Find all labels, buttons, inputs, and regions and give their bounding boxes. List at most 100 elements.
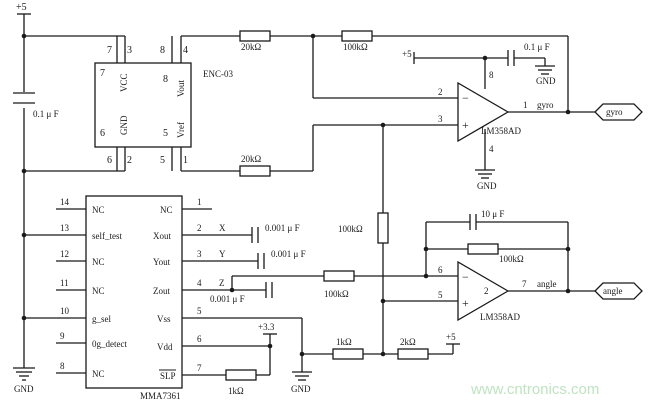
accel-right-pin-label: Vdd xyxy=(157,342,173,352)
accel-right-pin-num: 2 xyxy=(197,223,202,233)
angle-signal-label: angle xyxy=(537,279,557,289)
accel-left-pin-label: NC xyxy=(92,369,105,379)
accel-right-pin-num: 6 xyxy=(197,334,202,344)
gnd-left-label: GND xyxy=(14,384,34,394)
angle-opamp xyxy=(457,260,595,322)
plus5-top-label: +5 xyxy=(16,2,27,13)
gyro-chip xyxy=(94,36,192,171)
angle-port-label: angle xyxy=(603,286,623,296)
r-feedback-label: 100kΩ xyxy=(499,254,524,264)
axis-y-label: Y xyxy=(219,249,226,259)
left-power-rail xyxy=(13,13,125,381)
opamp1-pin-vcc: 8 xyxy=(489,70,494,80)
accel-left-pin-label: 0g_detect xyxy=(92,339,127,349)
gnd-bottom-label: GND xyxy=(291,384,311,394)
gyro-inner-7: 7 xyxy=(100,68,105,79)
accel-left-pin-label: NC xyxy=(92,257,105,267)
opamp1-pin-gnd: 4 xyxy=(489,144,494,154)
accel-left-pin-label: self_test xyxy=(92,231,122,241)
angle-feedback xyxy=(423,214,571,291)
gyro-signal-label: gyro xyxy=(537,100,554,110)
opamp1-pin-plus: 3 xyxy=(438,114,443,124)
r-vref-label: 20kΩ xyxy=(241,154,262,164)
gyro-pin-2: 2 xyxy=(127,155,132,166)
r-bottom-2-label: 2kΩ xyxy=(400,337,416,347)
gnd-cap-label: GND xyxy=(536,76,556,86)
opamp2-unit: 2 xyxy=(484,286,489,296)
decoupling-top-label: 0.1 μ F xyxy=(524,42,550,52)
accel-left-pin-label: NC xyxy=(92,205,105,215)
cap-xout-label: 0.001 μ F xyxy=(265,223,300,233)
axis-capacitors xyxy=(182,227,458,298)
gyro-vout-label: Vout xyxy=(176,80,186,97)
gyro-opamp xyxy=(457,81,595,143)
accel-right-pin-label: Zout xyxy=(153,286,170,296)
axis-z-label: Z xyxy=(219,278,225,288)
vertical-divider xyxy=(377,125,458,354)
gyro-inner-6: 6 xyxy=(100,128,105,139)
cap-feedback-label: 10 μ F xyxy=(481,209,504,219)
accel-left-pin-num: 13 xyxy=(60,223,70,233)
gyro-pin-3: 3 xyxy=(127,45,132,56)
opamp2-plus-sign: + xyxy=(462,296,469,310)
r-top-1-label: 20kΩ xyxy=(241,42,262,52)
r-bottom-1-label: 1kΩ xyxy=(336,337,352,347)
plus33-label: +3.3 xyxy=(258,322,275,332)
accel-right-pin-label: SLP xyxy=(160,371,176,381)
r-top-2-label: 100kΩ xyxy=(343,42,368,52)
accel-right-pin-num: 3 xyxy=(197,249,202,259)
cap-yout-label: 0.001 μ F xyxy=(271,249,306,259)
accel-left-pin-num: 10 xyxy=(60,306,70,316)
angle-output-port xyxy=(594,282,643,300)
opamp1-pin-out: 1 xyxy=(523,100,528,110)
gyro-inner-5: 5 xyxy=(163,128,168,139)
accel-power-wiring xyxy=(182,317,333,381)
accel-right-pin-num: 5 xyxy=(197,306,202,316)
opamp1-name: LM358AD xyxy=(481,126,521,136)
gyro-pin-1: 1 xyxy=(183,155,188,166)
gyro-chip-name: ENC-03 xyxy=(203,69,233,79)
accel-left-pin-num: 9 xyxy=(60,331,65,341)
gyro-inner-8: 8 xyxy=(163,74,168,85)
opamp2-pin-plus: 5 xyxy=(438,290,443,300)
gyro-pin-8: 8 xyxy=(160,45,165,56)
accel-chip-name: MMA7361 xyxy=(140,391,181,401)
opamp1-pin-minus: 2 xyxy=(438,87,443,97)
opamp2-name: LM358AD xyxy=(480,312,520,322)
accel-left-pin-num: 8 xyxy=(60,361,65,371)
accel-right-pin-label: Xout xyxy=(153,231,171,241)
gyro-port-label: gyro xyxy=(606,107,623,117)
opamp2-minus-sign: − xyxy=(462,270,469,284)
r-slp-label: 1kΩ xyxy=(228,386,244,396)
accel-right-pin-num: 7 xyxy=(197,363,202,373)
opamp1-plus-sign: + xyxy=(462,118,469,132)
accel-left-pin-num: 12 xyxy=(60,249,69,259)
opamp2-pin-minus: 6 xyxy=(438,265,443,275)
gyro-pin-5: 5 xyxy=(160,155,165,166)
decoupling-left-label: 0.1 μ F xyxy=(33,109,59,119)
accel-left-pin-num: 11 xyxy=(60,278,69,288)
gyro-vcc-label: VCC xyxy=(119,73,129,92)
plus5-cap-label: +5 xyxy=(402,49,412,59)
accel-left-pin-num: 14 xyxy=(60,197,70,207)
cap-zout-label: 0.001 μ F xyxy=(210,294,245,304)
accel-left-pin-label: NC xyxy=(92,286,105,296)
gnd-opamp-label: GND xyxy=(477,181,497,191)
accel-right-pin-label: Vss xyxy=(157,314,171,324)
accel-right-pin-label: NC xyxy=(160,205,173,215)
accel-chip xyxy=(56,195,226,389)
accel-left-pin-label: g_sel xyxy=(92,314,111,324)
accel-right-pin-num: 4 xyxy=(197,278,202,288)
accel-right-pin-label: Yout xyxy=(153,257,171,267)
opamp2-pin-out: 7 xyxy=(522,279,527,289)
bottom-divider xyxy=(332,343,460,360)
watermark: www.cntronics.com xyxy=(470,381,599,398)
gyro-amp-wiring xyxy=(181,30,569,179)
gyro-pin-7: 7 xyxy=(107,45,112,56)
r-z-label: 100kΩ xyxy=(324,289,349,299)
plus5-bottom-label: +5 xyxy=(446,332,456,342)
gyro-gnd-label: GND xyxy=(119,115,129,135)
opamp1-minus-sign: − xyxy=(462,91,469,105)
